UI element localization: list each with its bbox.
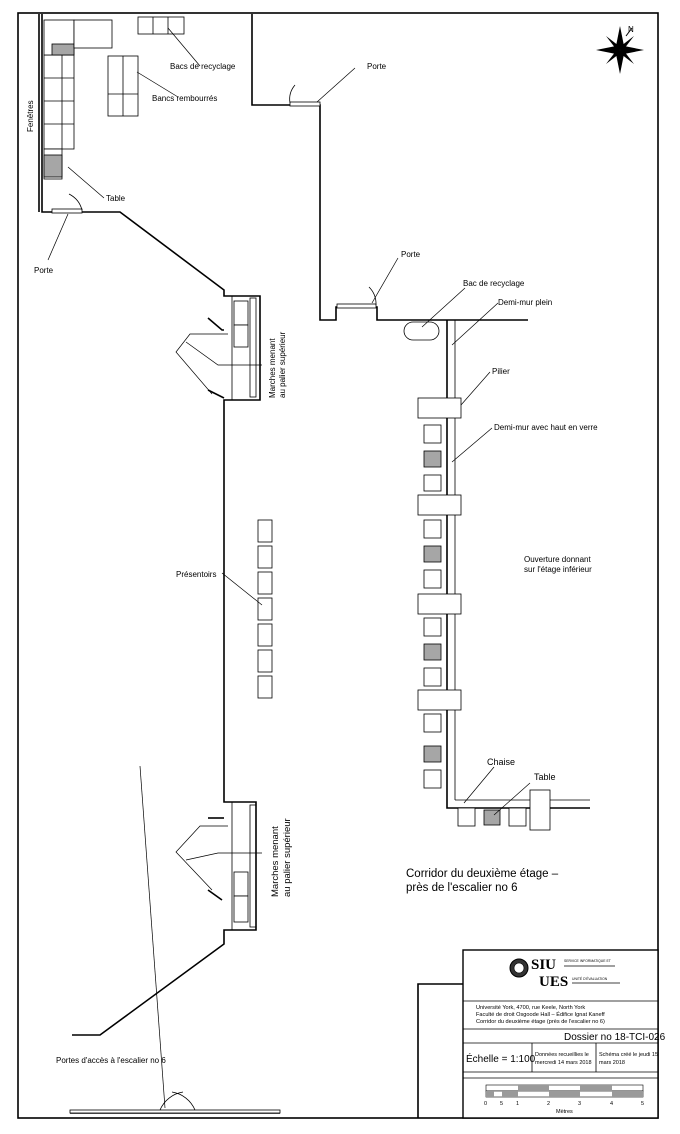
label-door-mid: Porte xyxy=(401,250,421,259)
address-line-3: Corridor du deuxième étage (près de l'es… xyxy=(476,1019,605,1025)
label-half-wall-solid: Demi-mur plein xyxy=(498,298,552,307)
leader-lines xyxy=(47,27,531,1109)
compass-n-label: N xyxy=(628,25,634,34)
scale-tick-6: 5 xyxy=(641,1101,644,1107)
schema-created-1: Schéma créé le jeudi 15 xyxy=(599,1052,658,1058)
label-table-top: Table xyxy=(106,194,126,203)
address-line-1: Université York, 4700, rue Keele, North … xyxy=(476,1005,585,1011)
windows-benches xyxy=(43,16,185,180)
label-stair-doors: Portes d'accès à l'escalier no 6 xyxy=(56,1056,166,1065)
scale-tick-2: 1 xyxy=(516,1101,519,1107)
label-door-left: Porte xyxy=(34,266,54,275)
label-chair: Chaise xyxy=(487,757,515,767)
label-stairs-top-2: au palier supérieur xyxy=(278,331,287,398)
title-block: SIU UES SERVICE INFORMATIQUE ET UNITÉ D'… xyxy=(462,949,666,1119)
label-benches: Bancs rembourrés xyxy=(152,94,217,103)
stairs-bottom xyxy=(175,804,262,928)
recycling-bin-oval xyxy=(403,321,440,341)
scale-tick-5: 4 xyxy=(610,1101,613,1107)
scale-ratio: Échelle = 1:100 xyxy=(466,1052,536,1065)
compass-rose-icon xyxy=(596,26,644,74)
label-pillar: Pilier xyxy=(492,367,510,376)
label-display-stands: Présentoirs xyxy=(176,570,216,579)
data-collected-2: mercredi 14 mars 2018 xyxy=(535,1060,592,1066)
label-stairs-top-1: Marches menant xyxy=(268,338,277,398)
scale-tick-3: 2 xyxy=(547,1101,550,1107)
label-opening-2: sur l'étage inférieur xyxy=(524,565,592,574)
corridor-title-2: près de l'escalier no 6 xyxy=(406,882,518,894)
label-recycling-bins: Bacs de recyclage xyxy=(170,62,236,71)
dossier-number: Dossier no 18-TCI-026 xyxy=(564,1032,666,1043)
corridor-title-1: Corridor du deuxième étage – xyxy=(406,868,559,880)
scale-tick-1: 5 xyxy=(500,1101,503,1107)
logo-siu: SIU xyxy=(531,957,556,973)
walls xyxy=(38,14,590,1118)
doors xyxy=(51,84,377,1111)
pillars-and-seating xyxy=(417,397,551,831)
label-recycling-bin: Bac de recyclage xyxy=(463,279,525,288)
label-windows: Fenêtres xyxy=(26,100,35,132)
label-table-bottom: Table xyxy=(534,772,556,782)
label-half-wall-glass: Demi-mur avec haut en verre xyxy=(494,423,598,432)
data-collected-1: Données recueillies le xyxy=(535,1052,589,1058)
logo-ues: UES xyxy=(539,974,568,990)
display-stands xyxy=(257,519,273,699)
label-opening-1: Ouverture donnant xyxy=(524,555,591,564)
schema-created-2: mars 2018 xyxy=(599,1060,625,1066)
scale-bar xyxy=(485,1084,644,1098)
label-stairs-bottom-2: au palier supérieur xyxy=(282,818,293,897)
logo-ues-sub: UNITÉ D'ÉVALUATION xyxy=(572,976,608,981)
stairs-top xyxy=(175,297,262,399)
scale-tick-0: 0 xyxy=(484,1101,487,1107)
drawing-frame xyxy=(17,12,659,1119)
scale-tick-4: 3 xyxy=(578,1101,581,1107)
address-line-2: Faculté de droit Osgoode Hall – Édifice … xyxy=(476,1011,605,1018)
label-stairs-bottom-1: Marches menant xyxy=(270,826,281,897)
scale-unit: Mètres xyxy=(556,1109,573,1115)
label-door-top: Porte xyxy=(367,62,387,71)
logo-siu-sub: SERVICE INFORMATIQUE ET xyxy=(564,959,611,963)
